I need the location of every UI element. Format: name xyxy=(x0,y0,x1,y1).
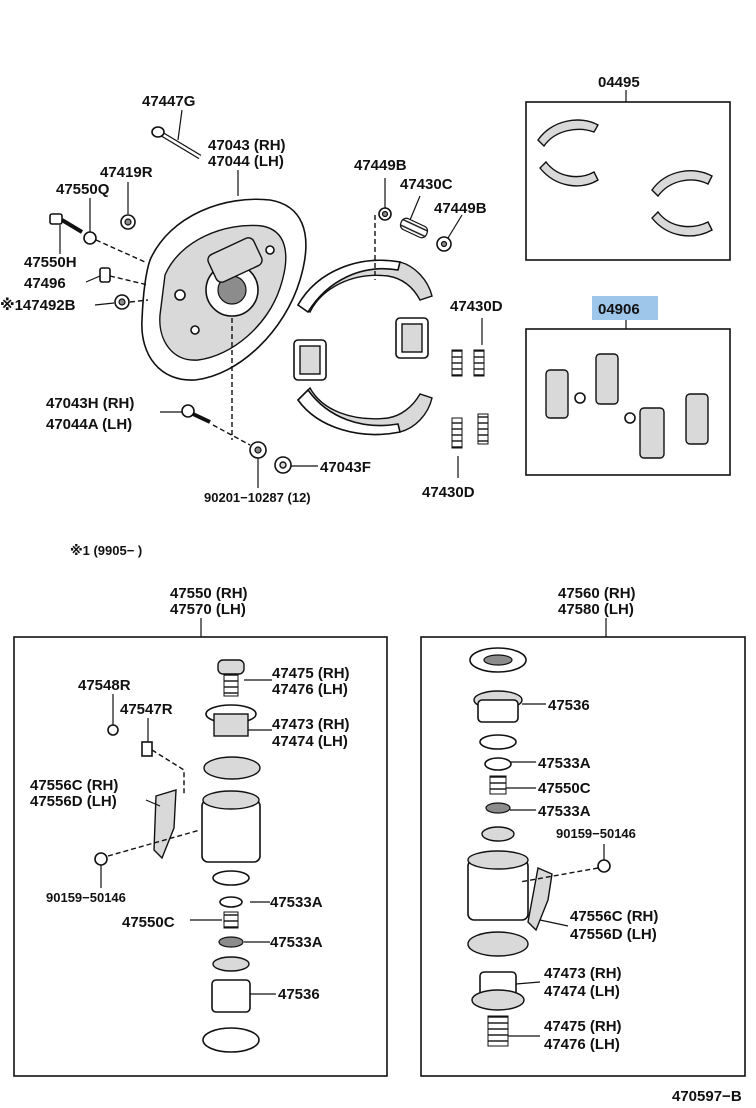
bolt-47043H[interactable] xyxy=(181,404,211,424)
nut-47043F[interactable] xyxy=(274,456,292,474)
label-47580: 47580 (LH) xyxy=(558,601,634,618)
washer-90201[interactable] xyxy=(249,441,267,459)
label-47556C-right: 47556C (RH) xyxy=(570,908,658,925)
label-47550C-right: 47550C xyxy=(538,780,591,797)
label-47570: 47570 (LH) xyxy=(170,601,246,618)
label-90159-left: 90159−50146 xyxy=(46,890,126,905)
dashed-guide xyxy=(95,239,149,303)
bleeder-cap[interactable] xyxy=(107,724,119,736)
label-47533A-right-b: 47533A xyxy=(538,803,591,820)
label-47536-right: 47536 xyxy=(548,697,590,714)
label-47560: 47560 (RH) xyxy=(558,585,636,602)
label-47550Q: 47550Q xyxy=(56,181,110,198)
label-47043H: 47043H (RH) xyxy=(46,395,134,412)
label-47550H: 47550H xyxy=(24,254,77,271)
note-1: ※1 (9905− ) xyxy=(70,543,142,558)
label-47043F: 47043F xyxy=(320,459,371,476)
label-47536-left: 47536 xyxy=(278,986,320,1003)
label-90159-right: 90159−50146 xyxy=(556,826,636,841)
label-47044A: 47044A (LH) xyxy=(46,416,132,433)
label-47533A-right-a: 47533A xyxy=(538,755,591,772)
label-47492B: ※147492B xyxy=(0,296,76,314)
label-47430C: 47430C xyxy=(400,176,453,193)
label-47550: 47550 (RH) xyxy=(170,585,248,602)
bolt-47447G[interactable] xyxy=(151,126,202,160)
nut-47419R[interactable] xyxy=(120,214,136,230)
brake-shoe-lower[interactable] xyxy=(296,386,433,436)
label-47548R: 47548R xyxy=(78,677,131,694)
label-47547R: 47547R xyxy=(120,701,173,718)
label-04906: 04906 xyxy=(598,301,640,318)
kit-box-04906[interactable] xyxy=(525,328,731,476)
assembly-box-left[interactable] xyxy=(13,636,388,1077)
label-47550C-left: 47550C xyxy=(122,914,175,931)
label-47475-left: 47475 (RH) xyxy=(272,665,350,682)
wheel-cylinder-left[interactable] xyxy=(293,339,327,381)
dashed-guide xyxy=(212,318,251,446)
label-47449B-a: 47449B xyxy=(354,157,407,174)
shoe-kit-image xyxy=(537,119,713,237)
kit-box-04495[interactable] xyxy=(525,101,731,261)
bolt-90159-left[interactable] xyxy=(94,852,108,866)
footer-code: 470597−B xyxy=(672,1088,742,1105)
label-47496: 47496 xyxy=(24,275,66,292)
label-47473-right: 47473 (RH) xyxy=(544,965,622,982)
cylinder-kit-image xyxy=(545,353,709,459)
label-47449B-b: 47449B xyxy=(434,200,487,217)
spring-47430D-a[interactable] xyxy=(451,349,489,449)
clip-47496[interactable] xyxy=(99,267,111,283)
right-leaders xyxy=(506,703,569,1037)
dashed-guide xyxy=(519,867,599,883)
bleeder-screw[interactable] xyxy=(141,741,153,757)
label-90201: 90201−10287 (12) xyxy=(204,490,311,505)
right-cylinder-stack xyxy=(467,647,553,1047)
label-47043: 47043 (RH) xyxy=(208,137,286,154)
label-47556D-right: 47556D (LH) xyxy=(570,926,657,943)
label-47447G: 47447G xyxy=(142,93,195,110)
left-leaders xyxy=(145,679,276,995)
backing-plate[interactable] xyxy=(141,198,307,381)
left-cylinder-stack xyxy=(153,659,261,1053)
label-47474-right: 47474 (LH) xyxy=(544,983,620,1000)
washer-47550Q[interactable] xyxy=(83,231,97,245)
bolt-47550H[interactable] xyxy=(49,213,84,234)
leader xyxy=(85,275,101,283)
label-47556D-left: 47556D (LH) xyxy=(30,793,117,810)
label-47474-left: 47474 (LH) xyxy=(272,733,348,750)
bolt-90159-right[interactable] xyxy=(597,859,611,873)
brake-shoe-upper[interactable] xyxy=(296,259,433,314)
part-labels: 47447G 47043 (RH) 47044 (LH) 47419R 4755… xyxy=(0,74,742,1105)
label-47476-left: 47476 (LH) xyxy=(272,681,348,698)
label-47533A-left-b: 47533A xyxy=(270,934,323,951)
label-47430D-top: 47430D xyxy=(450,298,503,315)
highlight-04906 xyxy=(592,296,658,320)
assembly-box-right[interactable] xyxy=(420,636,746,1077)
plug-47492B[interactable] xyxy=(114,294,130,310)
leader xyxy=(177,109,183,141)
leader xyxy=(94,302,115,306)
label-47533A-left-a: 47533A xyxy=(270,894,323,911)
label-47419R: 47419R xyxy=(100,164,153,181)
label-47476-right: 47476 (LH) xyxy=(544,1036,620,1053)
spring-47430C[interactable] xyxy=(399,217,429,240)
leader xyxy=(409,195,421,221)
label-47473-left: 47473 (RH) xyxy=(272,716,350,733)
cup-47449B[interactable] xyxy=(436,236,452,252)
label-47044: 47044 (LH) xyxy=(208,153,284,170)
label-47556C-left: 47556C (RH) xyxy=(30,777,118,794)
label-47475-right: 47475 (RH) xyxy=(544,1018,622,1035)
label-04495: 04495 xyxy=(598,74,640,91)
dashed-guide xyxy=(151,749,185,796)
pin-47449B[interactable] xyxy=(378,207,392,221)
leader xyxy=(447,214,463,239)
label-47430D-bot: 47430D xyxy=(422,484,475,501)
wheel-cylinder-right[interactable] xyxy=(395,317,429,359)
